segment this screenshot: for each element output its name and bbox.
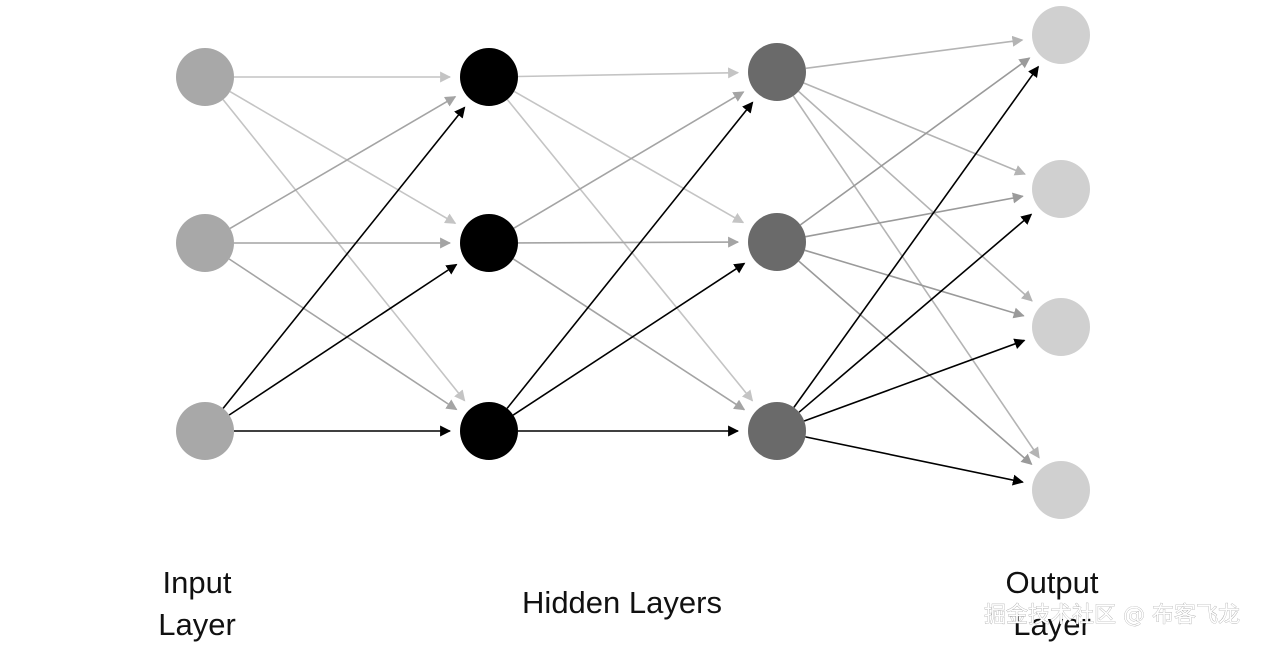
output-node-4	[1032, 461, 1090, 519]
edge-hidden-1-2-to-hidden-2-3	[512, 258, 746, 411]
edge-input-3-to-hidden-1-1	[222, 106, 466, 409]
edge-hidden-1-1-to-hidden-2-3	[506, 98, 754, 402]
edge-hidden-2-3-to-output-1	[793, 65, 1039, 408]
edge-hidden-2-2-to-output-3	[804, 249, 1025, 319]
hidden-2-node-2	[748, 213, 806, 271]
edge-hidden-2-1-to-output-3	[798, 90, 1033, 302]
output-layer-label-line2: Layer	[1013, 607, 1091, 642]
edges	[222, 35, 1040, 486]
hidden-1-node-1	[460, 48, 518, 106]
edge-hidden-1-3-to-hidden-2-1	[506, 101, 754, 409]
edge-hidden-2-3-to-output-2	[798, 213, 1033, 413]
input-layer-label-line1: Input	[163, 565, 232, 600]
edge-input-1-to-hidden-1-3	[222, 99, 466, 402]
hidden-1-node-2	[460, 214, 518, 272]
edge-hidden-2-3-to-output-4	[805, 436, 1024, 486]
input-node-1	[176, 48, 234, 106]
edge-hidden-2-1-to-output-4	[792, 95, 1040, 459]
input-node-3	[176, 402, 234, 460]
output-node-2	[1032, 160, 1090, 218]
edge-hidden-1-3-to-hidden-2-2	[512, 262, 746, 416]
output-layer-label-line1: Output	[1005, 565, 1098, 600]
output-node-1	[1032, 6, 1090, 64]
edge-hidden-2-1-to-output-1	[805, 35, 1024, 70]
edge-hidden-2-2-to-output-1	[799, 57, 1031, 226]
edge-input-3-to-hidden-1-2	[228, 263, 458, 416]
edge-input-2-to-hidden-1-3	[228, 258, 458, 411]
hidden-layers-label: Hidden Layers	[522, 585, 722, 620]
hidden-2-node-1	[748, 43, 806, 101]
edge-hidden-2-2-to-output-2	[805, 192, 1024, 238]
input-layer-label-line2: Layer	[158, 607, 236, 642]
edge-hidden-1-2-to-hidden-2-1	[513, 91, 745, 229]
output-node-3	[1032, 298, 1090, 356]
hidden-1-node-3	[460, 402, 518, 460]
edge-input-1-to-hidden-1-2	[229, 90, 457, 224]
edge-hidden-1-1-to-hidden-2-1	[517, 67, 740, 79]
edge-hidden-1-2-to-hidden-2-2	[517, 236, 740, 248]
input-node-2	[176, 214, 234, 272]
edge-hidden-2-1-to-output-2	[803, 82, 1026, 176]
edge-hidden-2-2-to-output-4	[798, 260, 1033, 466]
watermark-text: 掘金技术社区 @ 布客飞龙	[984, 603, 1240, 628]
edge-hidden-1-1-to-hidden-2-2	[513, 90, 745, 224]
nodes	[176, 6, 1090, 519]
edge-hidden-2-3-to-output-3	[803, 338, 1026, 422]
hidden-2-node-3	[748, 402, 806, 460]
edge-input-2-to-hidden-1-1	[229, 96, 457, 230]
